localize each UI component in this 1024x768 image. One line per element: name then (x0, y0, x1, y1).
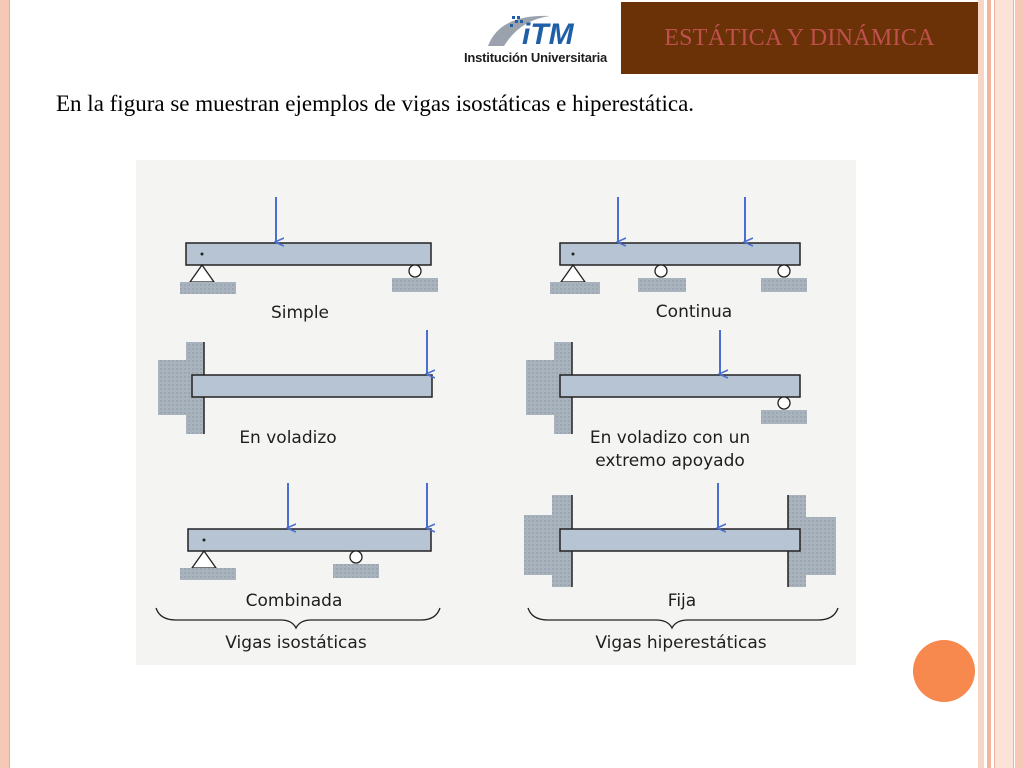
label-en-voladizo: En voladizo (239, 428, 336, 448)
combined-beam (180, 483, 431, 580)
propped-cantilever-beam (526, 330, 807, 434)
decorative-orange-circle (913, 640, 975, 702)
brace-isostaticas (155, 607, 441, 630)
label-voladizo-apoyado-line1: En voladizo con un (590, 428, 750, 448)
logo-subtitle: Institución Universitaria (464, 50, 608, 65)
simple-beam (180, 197, 438, 294)
label-vigas-hiperestaticas: Vigas hiperestáticas (595, 633, 766, 653)
logo-mark-text: iTM (522, 18, 575, 51)
itm-logo: iTM (460, 6, 616, 70)
right-decorative-stripe (994, 0, 1014, 768)
cantilever-beam (158, 330, 432, 434)
label-fija: Fija (668, 591, 696, 611)
slide-body-text: En la figura se muestran ejemplos de vig… (56, 91, 695, 116)
right-decorative-stripe (1015, 0, 1024, 768)
right-decorative-stripe (987, 0, 991, 768)
label-combinada: Combinada (246, 591, 343, 611)
label-continua: Continua (656, 302, 732, 322)
right-decorative-stripe (978, 0, 984, 768)
label-simple: Simple (271, 303, 329, 323)
left-decorative-border (0, 0, 10, 768)
label-vigas-isostaticas: Vigas isostáticas (225, 633, 367, 653)
beam-types-figure: Simple Continua En voladizo (136, 160, 856, 665)
brace-hiperestaticas (527, 607, 839, 630)
fixed-beam (524, 483, 836, 587)
continuous-beam (550, 197, 807, 294)
label-voladizo-apoyado-line2: extremo apoyado (595, 451, 745, 471)
slide-title: ESTÁTICA Y DINÁMICA (621, 2, 978, 74)
